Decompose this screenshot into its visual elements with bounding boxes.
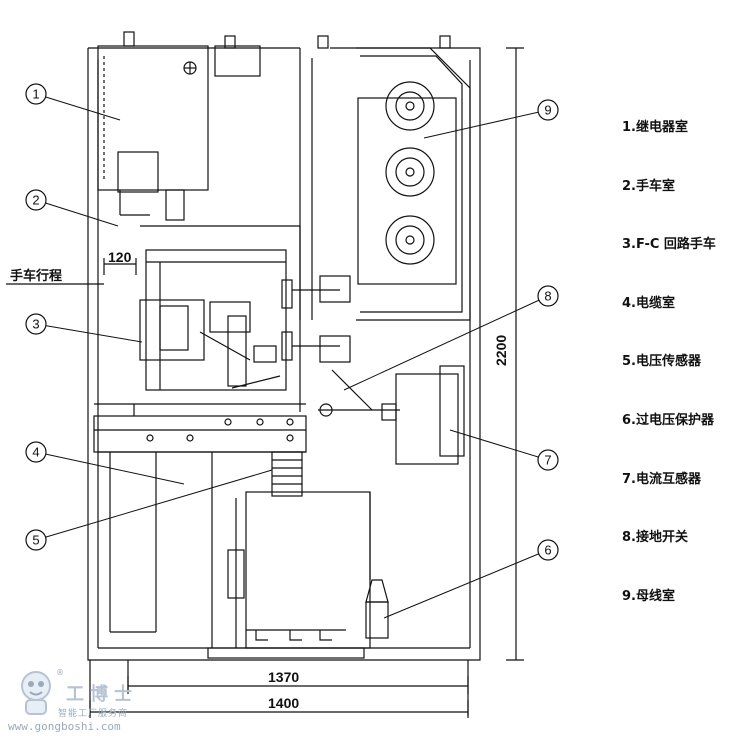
legend-item-busbar-room: 9.母线室	[622, 588, 675, 604]
legend-item-earthing-switch: 8.接地开关	[622, 530, 688, 546]
current-transformer	[395, 373, 459, 465]
legend-item-voltage-sensor: 5.电压传感器	[622, 354, 701, 370]
callout-leader-7	[449, 429, 549, 461]
height-value-label: 2200	[493, 335, 509, 366]
callout-circle-9	[537, 99, 559, 121]
callout-circle-3	[25, 313, 47, 335]
handcart-room	[140, 225, 301, 412]
callout-group: 1 2 3 4 5 6 7 8 9	[25, 83, 559, 619]
callout-leader-9	[423, 109, 549, 139]
callout-number-7: 7	[544, 453, 551, 468]
callout-number-1: 1	[32, 87, 39, 102]
legend-item-relay-room: 1.继电器室	[622, 120, 688, 135]
callout-number-6: 6	[544, 543, 551, 558]
callout-circle-4	[25, 441, 47, 463]
callout-circle-7	[537, 449, 559, 471]
callout-circle-1	[25, 83, 47, 105]
handcart-rail	[93, 415, 307, 453]
travel-label: 手车行程	[10, 268, 62, 283]
watermark-subtitle: 智能工厂服务商	[58, 709, 129, 719]
travel-value-label: 120	[108, 249, 132, 265]
watermark: 工博士 ® 智能工厂服务商 www.gongboshi.com	[8, 668, 178, 744]
callout-leader-2	[35, 199, 119, 227]
callout-number-4: 4	[32, 445, 39, 460]
legend-item-current-transformer: 7.电流互感器	[622, 471, 701, 487]
watermark-url: www.gongboshi.com	[8, 720, 121, 733]
callout-leader-8	[343, 295, 549, 391]
busbar-room	[356, 47, 471, 321]
callout-number-9: 9	[544, 103, 551, 118]
legend-item-cable-room: 4.电缆室	[622, 295, 675, 311]
busbar-3	[385, 215, 435, 265]
callout-leader-6	[383, 549, 549, 619]
overvoltage-protector	[365, 579, 389, 603]
callout-leader-1	[35, 93, 121, 121]
depth-outer-label: 1400	[268, 695, 299, 711]
voltage-sensor	[271, 451, 303, 497]
depth-inner-label: 1370	[268, 669, 299, 685]
callout-number-3: 3	[32, 317, 39, 332]
callout-number-5: 5	[32, 533, 39, 548]
callout-circle-8	[537, 285, 559, 307]
fc-handcart	[139, 299, 205, 361]
relay-room	[97, 45, 209, 191]
component-legend: 1.继电器室 2.手车室 3.F-C 回路手车 4.电缆室 5.电压传感器 6.…	[622, 118, 716, 645]
busbar-1	[385, 81, 435, 131]
legend-item-overvoltage-protector: 6.过电压保护器	[622, 412, 714, 428]
callout-leader-3	[35, 323, 143, 343]
callout-circle-5	[25, 529, 47, 551]
watermark-registered-mark: ®	[56, 668, 64, 677]
callout-leader-4	[35, 451, 185, 485]
callout-leader-5	[35, 469, 273, 541]
busbar-2	[385, 147, 435, 197]
watermark-brand: 工博士	[66, 684, 138, 705]
mascot-logo-icon	[21, 671, 51, 715]
legend-item-fc-handcart: 3.F-C 回路手车	[622, 237, 716, 253]
callout-number-8: 8	[544, 289, 551, 304]
legend-item-handcart-room: 2.手车室	[622, 178, 675, 194]
callout-circle-6	[537, 539, 559, 561]
callout-circle-2	[25, 189, 47, 211]
callout-number-2: 2	[32, 193, 39, 208]
